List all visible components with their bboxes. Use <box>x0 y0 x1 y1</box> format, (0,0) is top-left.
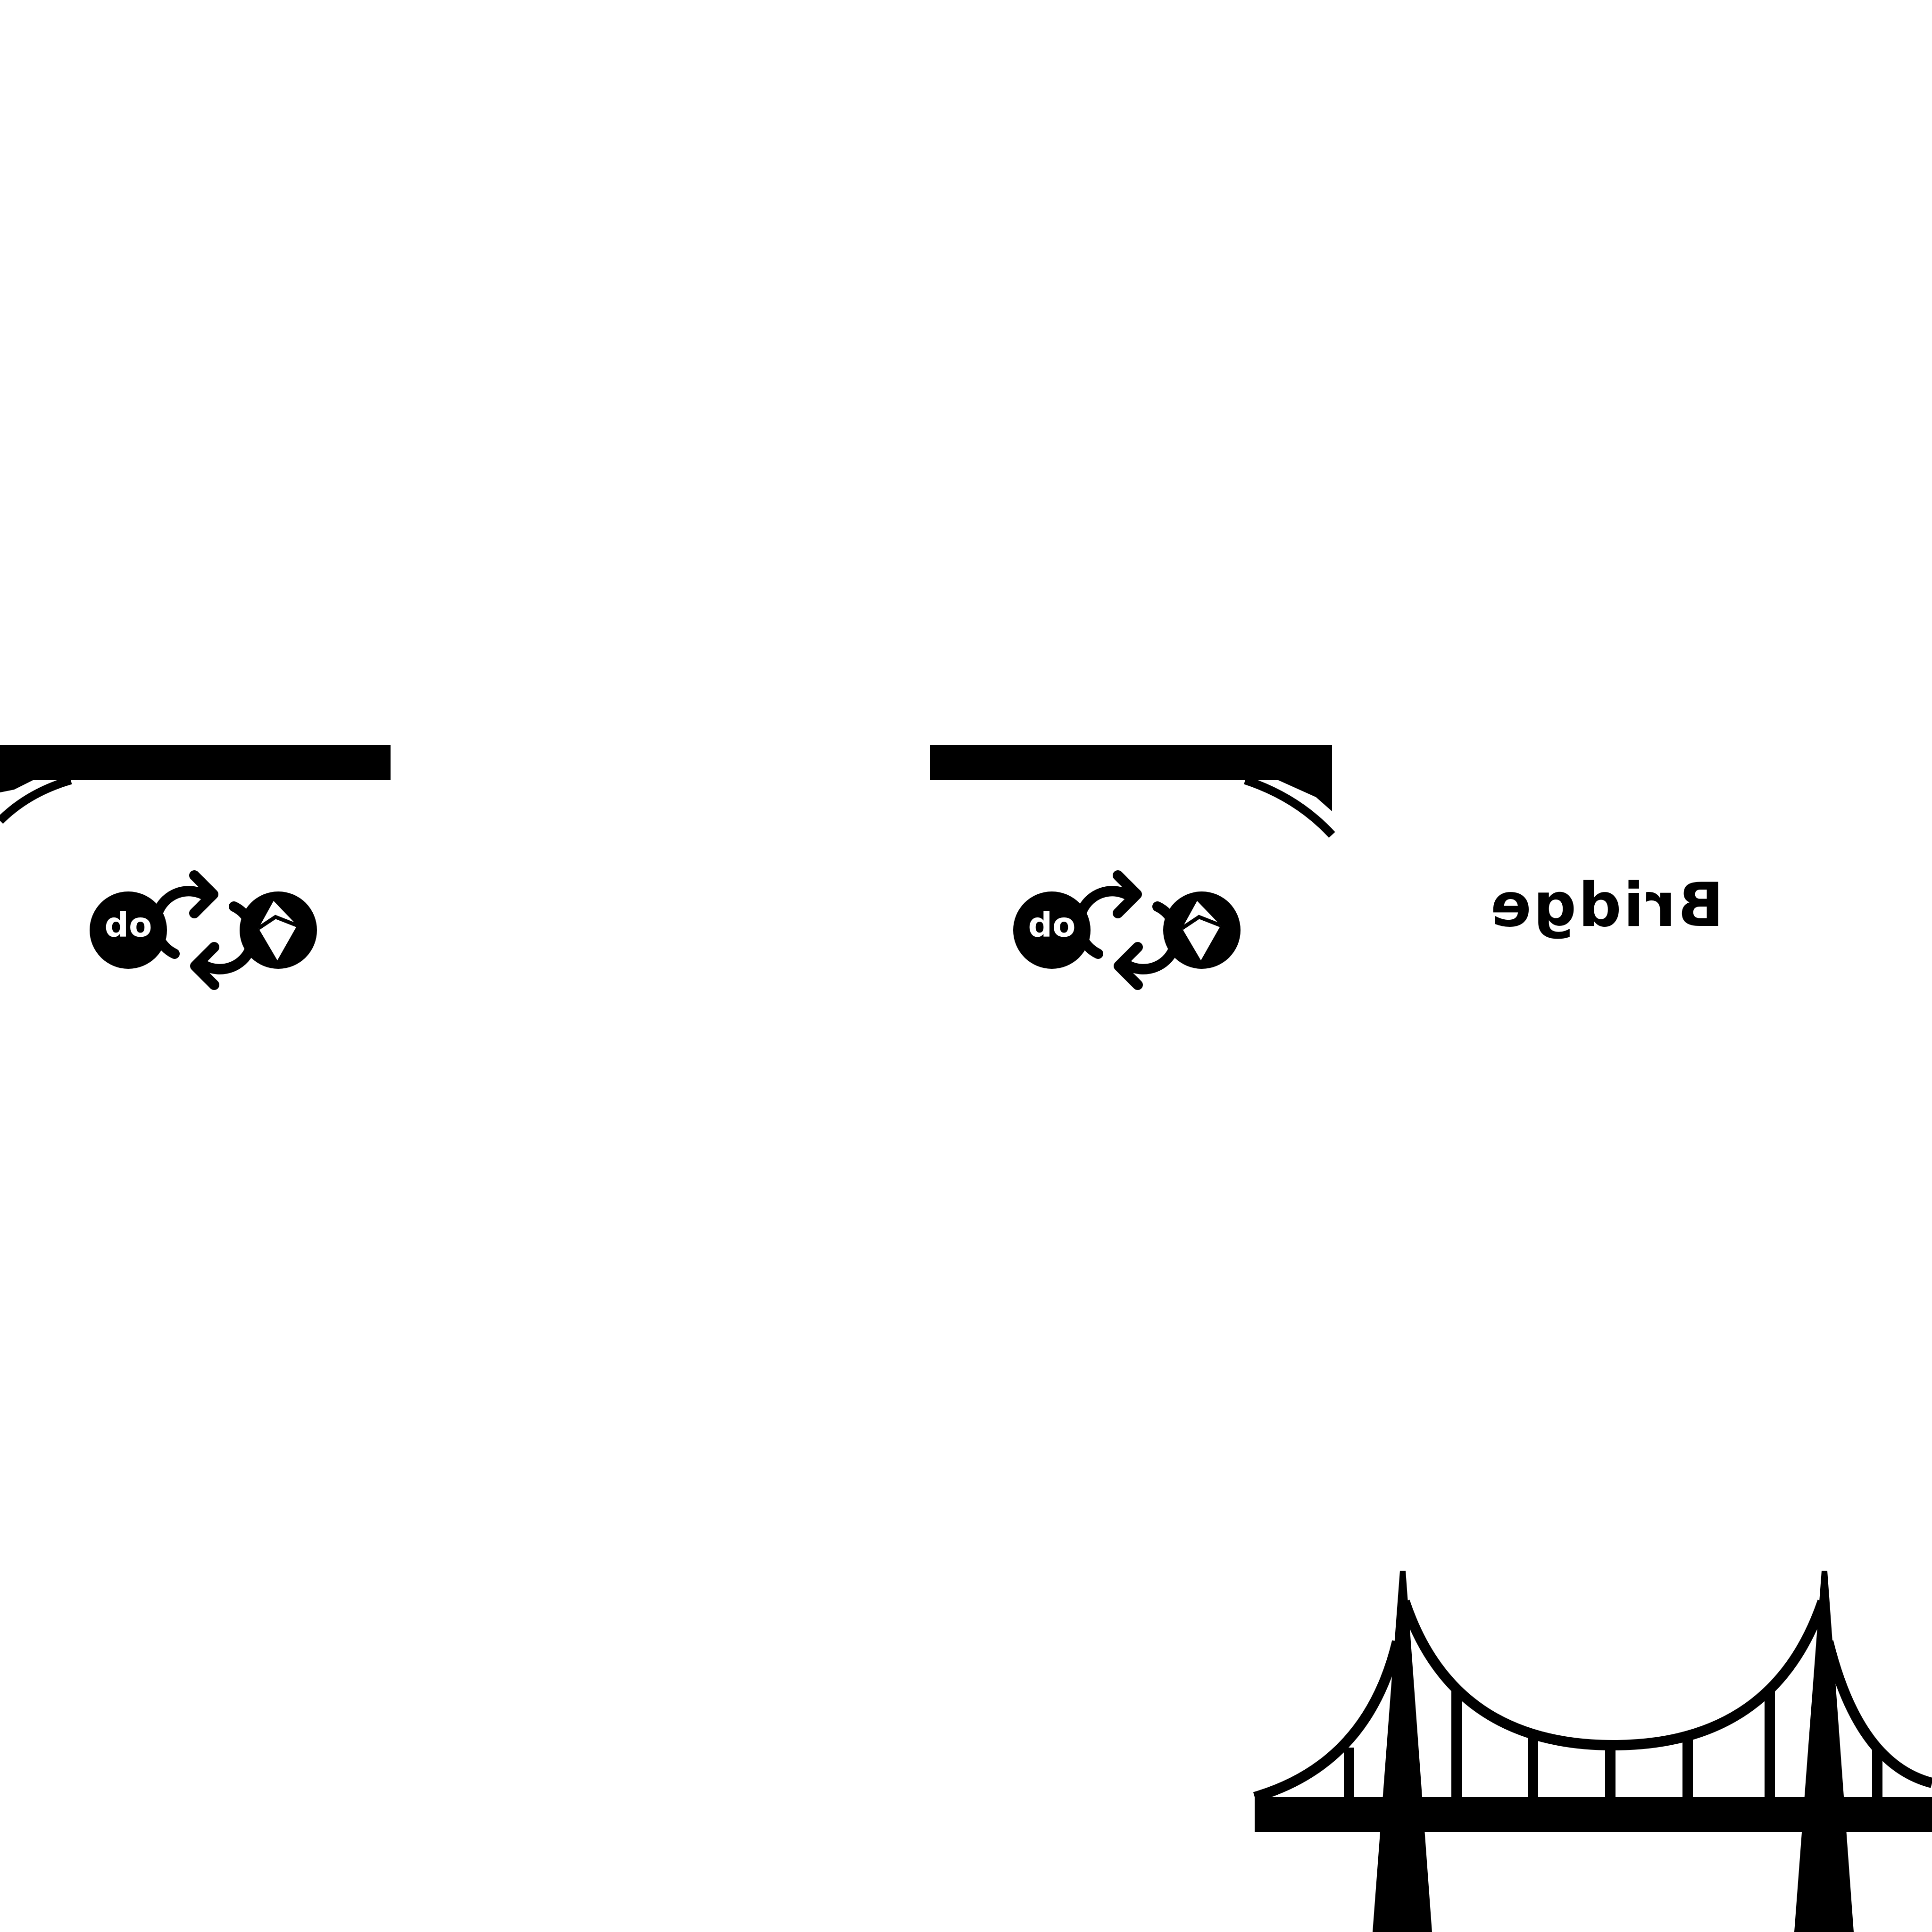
brand-name-mirrored: Bridge <box>1489 868 1724 943</box>
frame-left <box>0 745 391 824</box>
frame-left-bar <box>0 745 391 780</box>
frame-center <box>930 745 1335 838</box>
frame-left-arc <box>0 776 72 824</box>
eth-badge-icon <box>1163 891 1241 969</box>
logo-group-center: op <box>1013 870 1241 990</box>
bridge-icon <box>1253 1571 1932 1932</box>
op-badge-text: op <box>104 910 152 949</box>
op-badge-text: op <box>1028 910 1075 949</box>
op-badge-icon: op <box>1013 891 1091 969</box>
op-badge-icon: op <box>90 891 167 969</box>
frame-center-notch <box>1278 780 1332 811</box>
frame-center-arc <box>1244 776 1335 838</box>
eth-badge-icon <box>240 891 317 969</box>
frame-left-notch <box>0 780 33 792</box>
frame-center-bar <box>930 745 1332 780</box>
swap-arrows-icon <box>1074 870 1182 990</box>
brand-name-text: Bridge <box>1488 870 1724 941</box>
logo-group-left: op <box>90 870 317 990</box>
swap-arrows-icon <box>150 870 258 990</box>
